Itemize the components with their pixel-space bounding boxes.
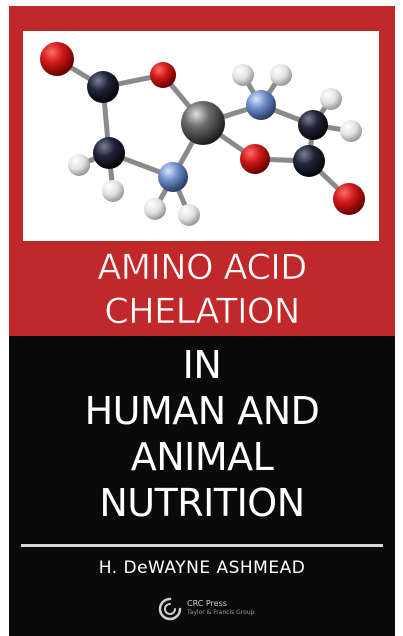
title-line-3: IN xyxy=(182,343,222,387)
title-line-6: NUTRITION xyxy=(99,481,305,525)
publisher-name: CRC Press xyxy=(187,599,227,608)
book-title-upper: AMINO ACID CHELATION xyxy=(9,246,395,334)
author-name: H. DeWAYNE ASHMEAD xyxy=(98,558,306,578)
book-title-lower: IN HUMAN AND ANIMAL NUTRITION xyxy=(9,342,395,526)
title-line-2: CHELATION xyxy=(104,292,300,333)
crc-press-logo-icon xyxy=(158,597,182,621)
divider-rule xyxy=(21,544,383,547)
molecule-illustration xyxy=(23,31,379,241)
publisher-mark: CRC Press Taylor & Francis Group xyxy=(157,596,257,622)
title-line-5: ANIMAL xyxy=(130,435,274,479)
title-line-4: HUMAN AND xyxy=(84,389,320,433)
molecule-model-icon xyxy=(40,42,365,226)
title-line-1: AMINO ACID xyxy=(97,248,307,289)
book-cover[interactable]: AMINO ACID CHELATION IN HUMAN AND ANIMAL… xyxy=(9,6,395,636)
publisher-sub: Taylor & Francis Group xyxy=(187,609,255,616)
